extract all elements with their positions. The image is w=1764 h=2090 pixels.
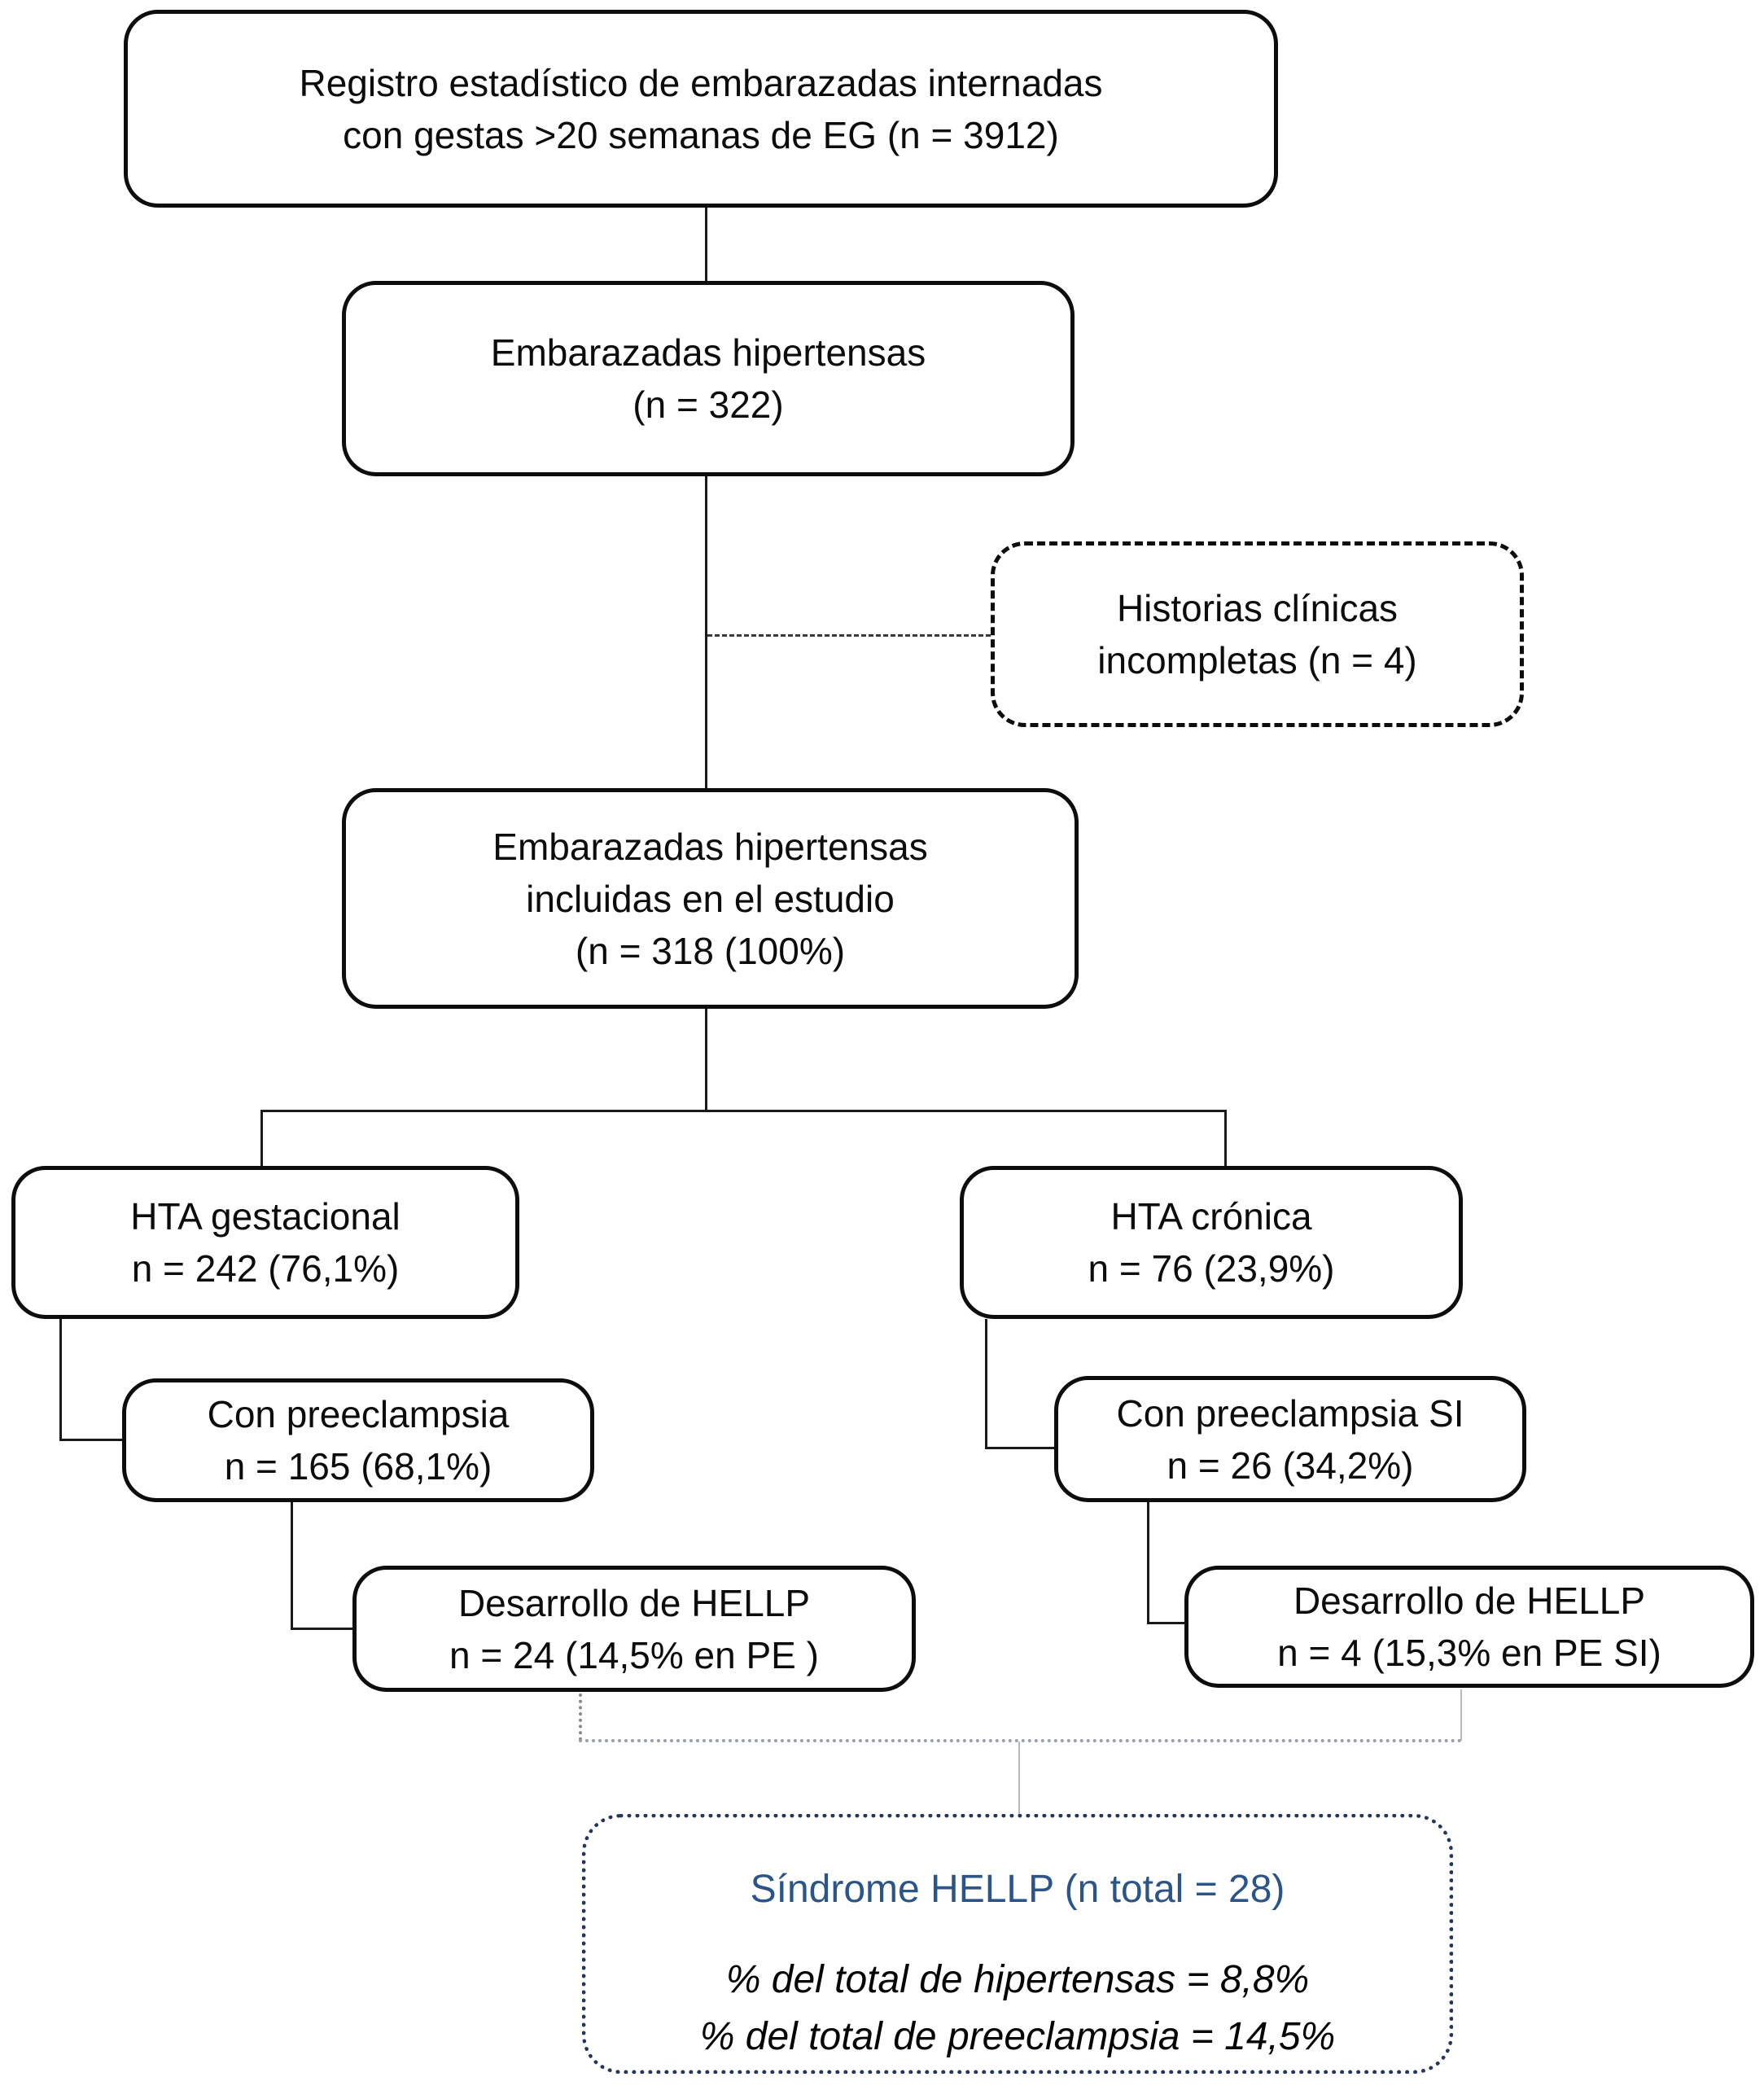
node-hellp-pe: Desarrollo de HELLP n = 24 (14,5% en PE …: [352, 1566, 916, 1692]
node-preeclampsia-si: Con preeclampsia SI n = 26 (34,2%): [1054, 1376, 1526, 1502]
node-label: Embarazadas hipertensas: [492, 825, 928, 868]
node-hta-gestacional: HTA gestacional n = 242 (76,1%): [11, 1166, 519, 1319]
node-sindrome-hellp: Síndrome HELLP (n total = 28) % del tota…: [582, 1814, 1453, 2074]
node-incluidas: Embarazadas hipertensas incluidas en el …: [342, 788, 1079, 1009]
sindrome-percent-preeclampsia: % del total de preeclampsia = 14,5%: [699, 2015, 1336, 2058]
connector-split-right: [1224, 1110, 1227, 1167]
node-label: Con preeclampsia: [207, 1393, 510, 1435]
node-label: Historias clínicas: [1116, 587, 1399, 629]
connector-cronica-elbow-h: [985, 1447, 1054, 1449]
node-registro: Registro estadístico de embarazadas inte…: [124, 10, 1278, 208]
connector-merge-left-dotted: [579, 1693, 582, 1741]
node-label: n = 242 (76,1%): [131, 1247, 400, 1290]
node-label: con gestas >20 semanas de EG (n = 3912): [343, 113, 1059, 156]
node-label: Embarazadas hipertensas: [490, 331, 926, 374]
connector-cronica-elbow-v: [985, 1319, 987, 1449]
node-label: Desarrollo de HELLP: [457, 1581, 811, 1624]
connector-merge-right-gray: [1460, 1689, 1462, 1741]
connector-preeclampsia-elbow-v: [291, 1502, 293, 1630]
node-label: n = 165 (68,1%): [224, 1445, 492, 1488]
connector-preeclampsia-elbow-h: [291, 1628, 352, 1630]
node-label: HTA gestacional: [130, 1195, 401, 1238]
node-hellp-pe-si: Desarrollo de HELLP n = 4 (15,3% en PE S…: [1184, 1566, 1754, 1688]
connector-preeclampsia-si-elbow-v: [1147, 1502, 1149, 1624]
connector-split-left: [260, 1110, 263, 1167]
node-historias-incompletas: Historias clínicas incompletas (n = 4): [991, 541, 1524, 727]
connector-split-horizontal: [260, 1110, 1227, 1112]
connector-gestacional-elbow-h: [59, 1439, 122, 1441]
node-hipertensas: Embarazadas hipertensas (n = 322): [342, 281, 1075, 476]
node-label: n = 4 (15,3% en PE SI): [1277, 1632, 1661, 1674]
node-label: n = 26 (34,2%): [1167, 1444, 1414, 1487]
node-label: n = 24 (14,5% en PE ): [449, 1633, 819, 1676]
node-label: HTA crónica: [1110, 1195, 1312, 1238]
node-label: Con preeclampsia SI: [1116, 1391, 1464, 1435]
connector-excluded-dashed: [707, 634, 991, 637]
sindrome-percent-hipertensas: % del total de hipertensas = 8,8%: [725, 1958, 1310, 2001]
node-label: Registro estadístico de embarazadas inte…: [299, 61, 1103, 104]
node-hta-cronica: HTA crónica n = 76 (23,9%): [960, 1166, 1463, 1319]
connector-registro-hipertensas: [705, 208, 707, 283]
node-label: Desarrollo de HELLP: [1293, 1580, 1646, 1622]
node-label: (n = 318 (100%): [575, 929, 846, 972]
connector-gestacional-elbow-v: [59, 1319, 62, 1441]
node-label: n = 76 (23,9%): [1088, 1247, 1335, 1290]
sindrome-percentages: % del total de hipertensas = 8,8% % del …: [700, 1952, 1335, 2066]
node-label: incompletas (n = 4): [1097, 639, 1417, 681]
node-label: (n = 322): [633, 383, 784, 426]
connector-merge-down-gray: [1018, 1742, 1020, 1815]
connector-hipertensas-incluidas: [705, 476, 707, 788]
connector-merge-horizontal-dotted: [579, 1739, 1462, 1742]
connector-preeclampsia-si-elbow-h: [1147, 1622, 1184, 1624]
sindrome-title: Síndrome HELLP (n total = 28): [750, 1868, 1285, 1911]
connector-incluidas-split: [705, 1009, 707, 1111]
node-label: incluidas en el estudio: [526, 877, 895, 920]
node-preeclampsia: Con preeclampsia n = 165 (68,1%): [122, 1378, 594, 1502]
